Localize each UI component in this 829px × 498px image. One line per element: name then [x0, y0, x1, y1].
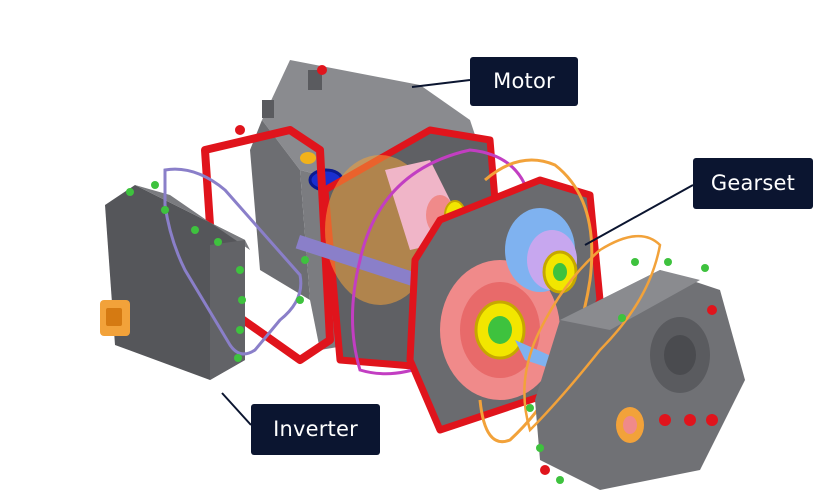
end-cover	[535, 270, 745, 490]
end-cover-seal	[523, 234, 662, 433]
motor-label: Motor	[470, 57, 578, 106]
inverter-gasket	[163, 167, 303, 356]
inverter-leader-line	[221, 392, 252, 426]
motor-leader-line	[411, 79, 471, 88]
gearset-gasket	[478, 158, 594, 443]
gearset-leader-line	[584, 184, 694, 246]
inverter-label: Inverter	[251, 404, 380, 455]
inverter-box	[100, 185, 250, 380]
gearset-label: Gearset	[693, 158, 813, 209]
bolt-array	[126, 181, 709, 484]
